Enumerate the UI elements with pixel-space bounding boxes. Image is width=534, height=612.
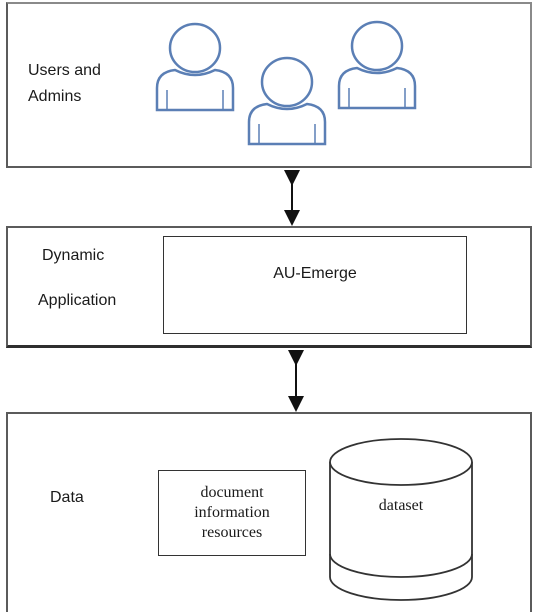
application-label: Application xyxy=(38,292,117,309)
dynamic-label: Dynamic xyxy=(42,247,105,264)
au-emerge-label: AU-Emerge xyxy=(273,265,357,282)
data-label: Data xyxy=(50,489,84,506)
users-admins-label: Users and Admins xyxy=(28,62,101,105)
au-emerge-box: AU-Emerge xyxy=(163,236,467,334)
document-resources-box: document information resources xyxy=(158,470,306,556)
person-icon xyxy=(247,56,327,146)
doc-line-3: resources xyxy=(201,524,263,541)
doc-line-1: document xyxy=(200,484,264,501)
cylinder-icon xyxy=(329,438,473,601)
person-icon xyxy=(155,22,235,112)
doc-line-2: information xyxy=(194,504,270,521)
dataset-label: dataset xyxy=(378,497,424,514)
person-icon xyxy=(337,20,417,110)
